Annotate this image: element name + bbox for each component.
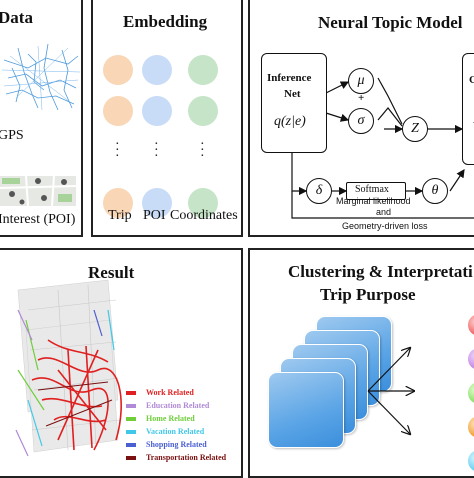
inference-net-line1: Inference [267, 72, 312, 84]
cluster-ball-education [468, 348, 474, 370]
legend-vacation-label: Vacation Related [146, 427, 205, 436]
legend-education: Education Related [126, 401, 209, 411]
legend-shopping-label: Shopping Related [146, 440, 207, 449]
result-trajectory-plot [15, 279, 122, 457]
theta-node: θ [422, 178, 448, 204]
gps-map-image [0, 43, 81, 207]
clustering-title-line2: Trip Purpose [320, 285, 416, 304]
inference-formula: q(z|e) [274, 114, 306, 129]
plus-sign: + [358, 92, 365, 104]
embedding-panel: Embedding ··· ··· ··· Trip POI Coordinat… [91, 0, 243, 237]
loss-line2: and [376, 207, 392, 217]
cluster-ball-work [468, 314, 474, 336]
ntm-arrows [291, 77, 474, 219]
generative-net-label: Ge [469, 74, 474, 86]
legend-work-label: Work Related [146, 388, 194, 397]
legend-vacation: Vacation Related [126, 427, 204, 437]
data-panel-title: Data [0, 8, 33, 27]
legend-transportation-label: Transportation Related [146, 453, 227, 462]
inference-net-box: Inference Net q(z|e) [261, 53, 327, 153]
inference-net-line2: Net [284, 88, 301, 100]
coord-dot-1 [188, 55, 218, 85]
loss-line1: Marginal likelihood [336, 196, 411, 206]
trip-col-label: Trip [108, 208, 132, 223]
loss-line3: Geometry-driven loss [342, 221, 428, 231]
softmax-label: Softmax [355, 184, 389, 195]
poi-dot-2 [142, 96, 172, 126]
poi-col-label: POI [143, 208, 166, 223]
legend-education-label: Education Related [146, 401, 210, 410]
trip-card-5 [268, 372, 344, 448]
coord-dot-3 [188, 188, 218, 218]
delta-node: δ [306, 178, 332, 204]
ellipsis-poi: ··· [154, 137, 159, 164]
generative-net-box: Ge R [462, 53, 474, 165]
softmax-box: Softmax [346, 182, 406, 200]
legend-shopping: Shopping Related [126, 440, 207, 450]
coord-dot-2 [188, 96, 218, 126]
legend-transportation: Transportation Related [126, 453, 226, 463]
cluster-arrows [367, 250, 474, 478]
z-node: Z [402, 116, 428, 142]
clustering-panel: Clustering & Interpretati Trip Purpose [248, 248, 474, 478]
poi-dot-3 [142, 188, 172, 218]
coordinates-col-label: Coordinates [170, 208, 238, 223]
mu-node: μ [348, 68, 374, 94]
result-panel-title: Result [88, 263, 135, 282]
sigma-node: σ [348, 108, 374, 134]
legend-home-label: Home Related [146, 414, 195, 423]
cluster-ball-shopping [468, 450, 474, 472]
legend-work: Work Related [126, 388, 194, 398]
cluster-ball-vacation [468, 416, 474, 438]
neural-topic-model-panel: Neural Topic Model Inference Net q(z|e) … [248, 0, 474, 237]
clustering-title-line1: Clustering & Interpretati [288, 262, 473, 281]
poi-dot-1 [142, 55, 172, 85]
ntm-panel-title: Neural Topic Model [318, 13, 463, 32]
poi-label: Interest (POI) [0, 212, 76, 227]
legend-home: Home Related [126, 414, 195, 424]
trip-dot-3 [103, 188, 133, 218]
ellipsis-trip: ··· [115, 137, 120, 164]
result-panel: Result Work Related Education Related Ho… [0, 248, 243, 478]
embedding-panel-title: Embedding [123, 12, 208, 31]
ellipsis-coord: ··· [200, 137, 205, 164]
gps-label: GPS [0, 128, 24, 143]
data-panel: Data GPS Interest (POI) [0, 0, 83, 237]
trip-dot-1 [103, 55, 133, 85]
cluster-ball-home [468, 382, 474, 404]
trip-dot-2 [103, 96, 133, 126]
